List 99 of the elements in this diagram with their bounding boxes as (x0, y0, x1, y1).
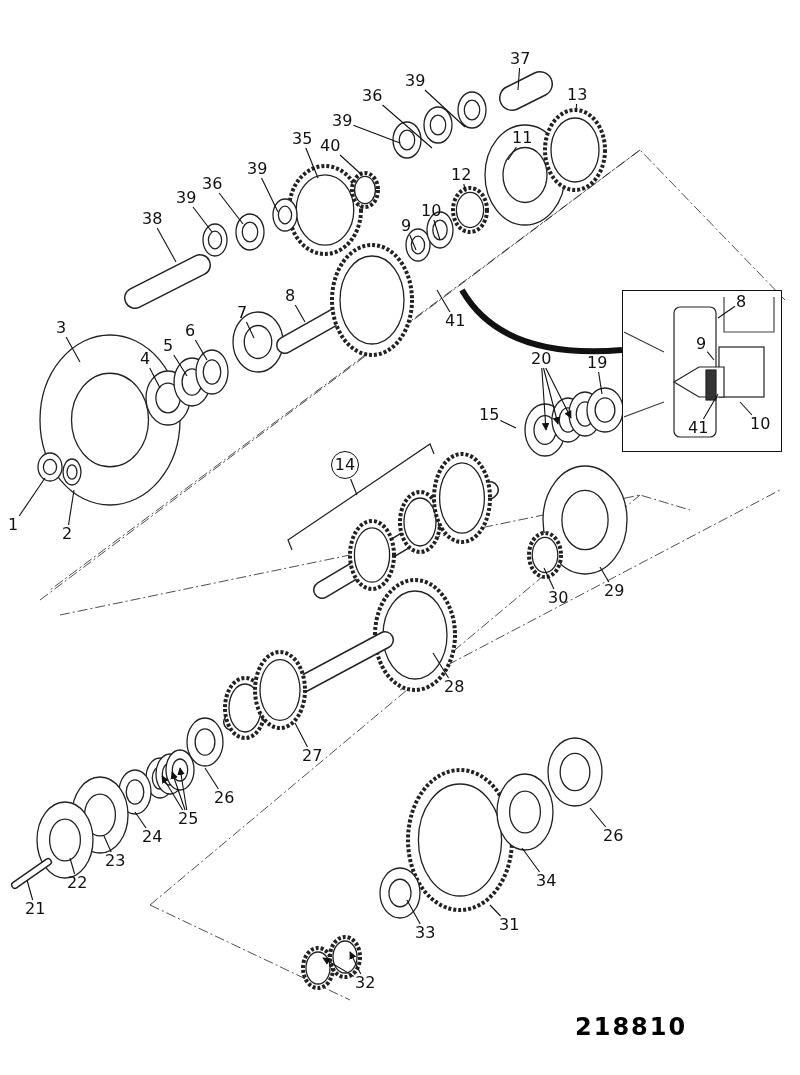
leader-line (204, 767, 219, 790)
leader-line (521, 847, 541, 873)
callout-number: 39 (246, 160, 269, 178)
leader-line (575, 103, 578, 113)
callout-number: 39 (175, 189, 198, 207)
leader-line (294, 304, 306, 323)
leader-line (245, 321, 255, 339)
callout-number: 28 (443, 678, 466, 696)
callout-number: 35 (291, 130, 314, 148)
leader-line (161, 775, 184, 811)
callout-number: 8 (735, 293, 748, 311)
leader-line (436, 289, 451, 313)
leader-line (26, 879, 34, 901)
callout-number: 8 (284, 287, 297, 305)
callout-number: 24 (141, 828, 164, 846)
leader-line (406, 899, 421, 925)
leader-line (706, 351, 715, 361)
leader-line (499, 419, 517, 429)
leader-line (543, 567, 555, 590)
leader-line (192, 206, 213, 233)
callout-number: 3 (55, 319, 68, 337)
leader-line (463, 183, 467, 193)
callout-number: 25 (177, 810, 200, 828)
callout-number: 29 (603, 582, 626, 600)
callout-number: 5 (162, 337, 175, 355)
callout-number: 10 (420, 202, 443, 220)
leader-line (67, 489, 75, 526)
leader-line (261, 177, 279, 213)
leader-line (149, 367, 161, 389)
callout-number: 9 (695, 335, 708, 353)
callout-number: 20 (530, 350, 553, 368)
callout-number: 1 (7, 516, 20, 534)
callout-number: 26 (213, 789, 236, 807)
leader-line (702, 393, 719, 420)
leader-line (589, 807, 607, 828)
callout-number: 41 (444, 312, 467, 330)
callout-number: 27 (301, 747, 324, 765)
leader-line (517, 67, 521, 91)
callout-number: 41 (687, 419, 710, 437)
callout-number: 39 (404, 72, 427, 90)
callout-number: 30 (547, 589, 570, 607)
callout-number: 36 (201, 175, 224, 193)
leader-line (489, 904, 502, 917)
leader-line (424, 89, 466, 128)
leader-line (156, 227, 177, 263)
callout-number: 19 (586, 354, 609, 372)
callout-number: 32 (354, 974, 377, 992)
leader-line (173, 354, 188, 377)
leader-line (170, 771, 186, 811)
leader-line (194, 339, 208, 361)
leader-line (599, 566, 610, 583)
leader-line (218, 192, 244, 225)
leader-line (352, 124, 401, 144)
leader-line (432, 652, 450, 679)
leader-line (18, 477, 46, 517)
callout-number: 11 (511, 129, 534, 147)
leader-line (545, 367, 572, 419)
leader-line (305, 147, 319, 179)
callout-number: 9 (400, 217, 413, 235)
callout-number: 31 (498, 916, 521, 934)
leader-line (739, 401, 753, 416)
callout-number: 10 (749, 415, 772, 433)
callout-number: 12 (450, 166, 473, 184)
callout-number: 21 (24, 900, 47, 918)
leader-line (433, 219, 441, 241)
leader-line (339, 154, 363, 176)
leader-line (350, 478, 358, 496)
leader-line (542, 367, 560, 425)
leader-line (541, 367, 550, 431)
leader-line (409, 234, 417, 251)
leader-line (507, 146, 517, 161)
callout-number: 40 (319, 137, 342, 155)
leader-line (103, 835, 112, 853)
leader-line (69, 857, 76, 875)
callout-number: 37 (509, 50, 532, 68)
leader-line (177, 767, 188, 811)
drawing-number: 218810 (575, 1013, 688, 1041)
callout-number: 2 (61, 525, 74, 543)
callout-number: 26 (602, 827, 625, 845)
callout-number: 23 (104, 852, 127, 870)
callout-number: 6 (184, 322, 197, 340)
callout-number: 4 (139, 350, 152, 368)
callout-number: 13 (566, 86, 589, 104)
leader-line (349, 951, 362, 975)
leader-line (717, 305, 736, 319)
leader-line (134, 811, 147, 829)
callout-number: 39 (331, 112, 354, 130)
callout-number: 15 (478, 406, 501, 424)
callout-number: 34 (535, 872, 558, 890)
leader-line (294, 722, 309, 748)
leader-line (598, 371, 603, 395)
leader-line (381, 104, 433, 149)
leader-line (65, 336, 81, 363)
callout-number: 38 (141, 210, 164, 228)
callout-number: 7 (236, 304, 249, 322)
callout-number: 33 (414, 924, 437, 942)
callout-number: 22 (66, 874, 89, 892)
leader-line (322, 957, 355, 977)
callout-number: 36 (361, 87, 384, 105)
